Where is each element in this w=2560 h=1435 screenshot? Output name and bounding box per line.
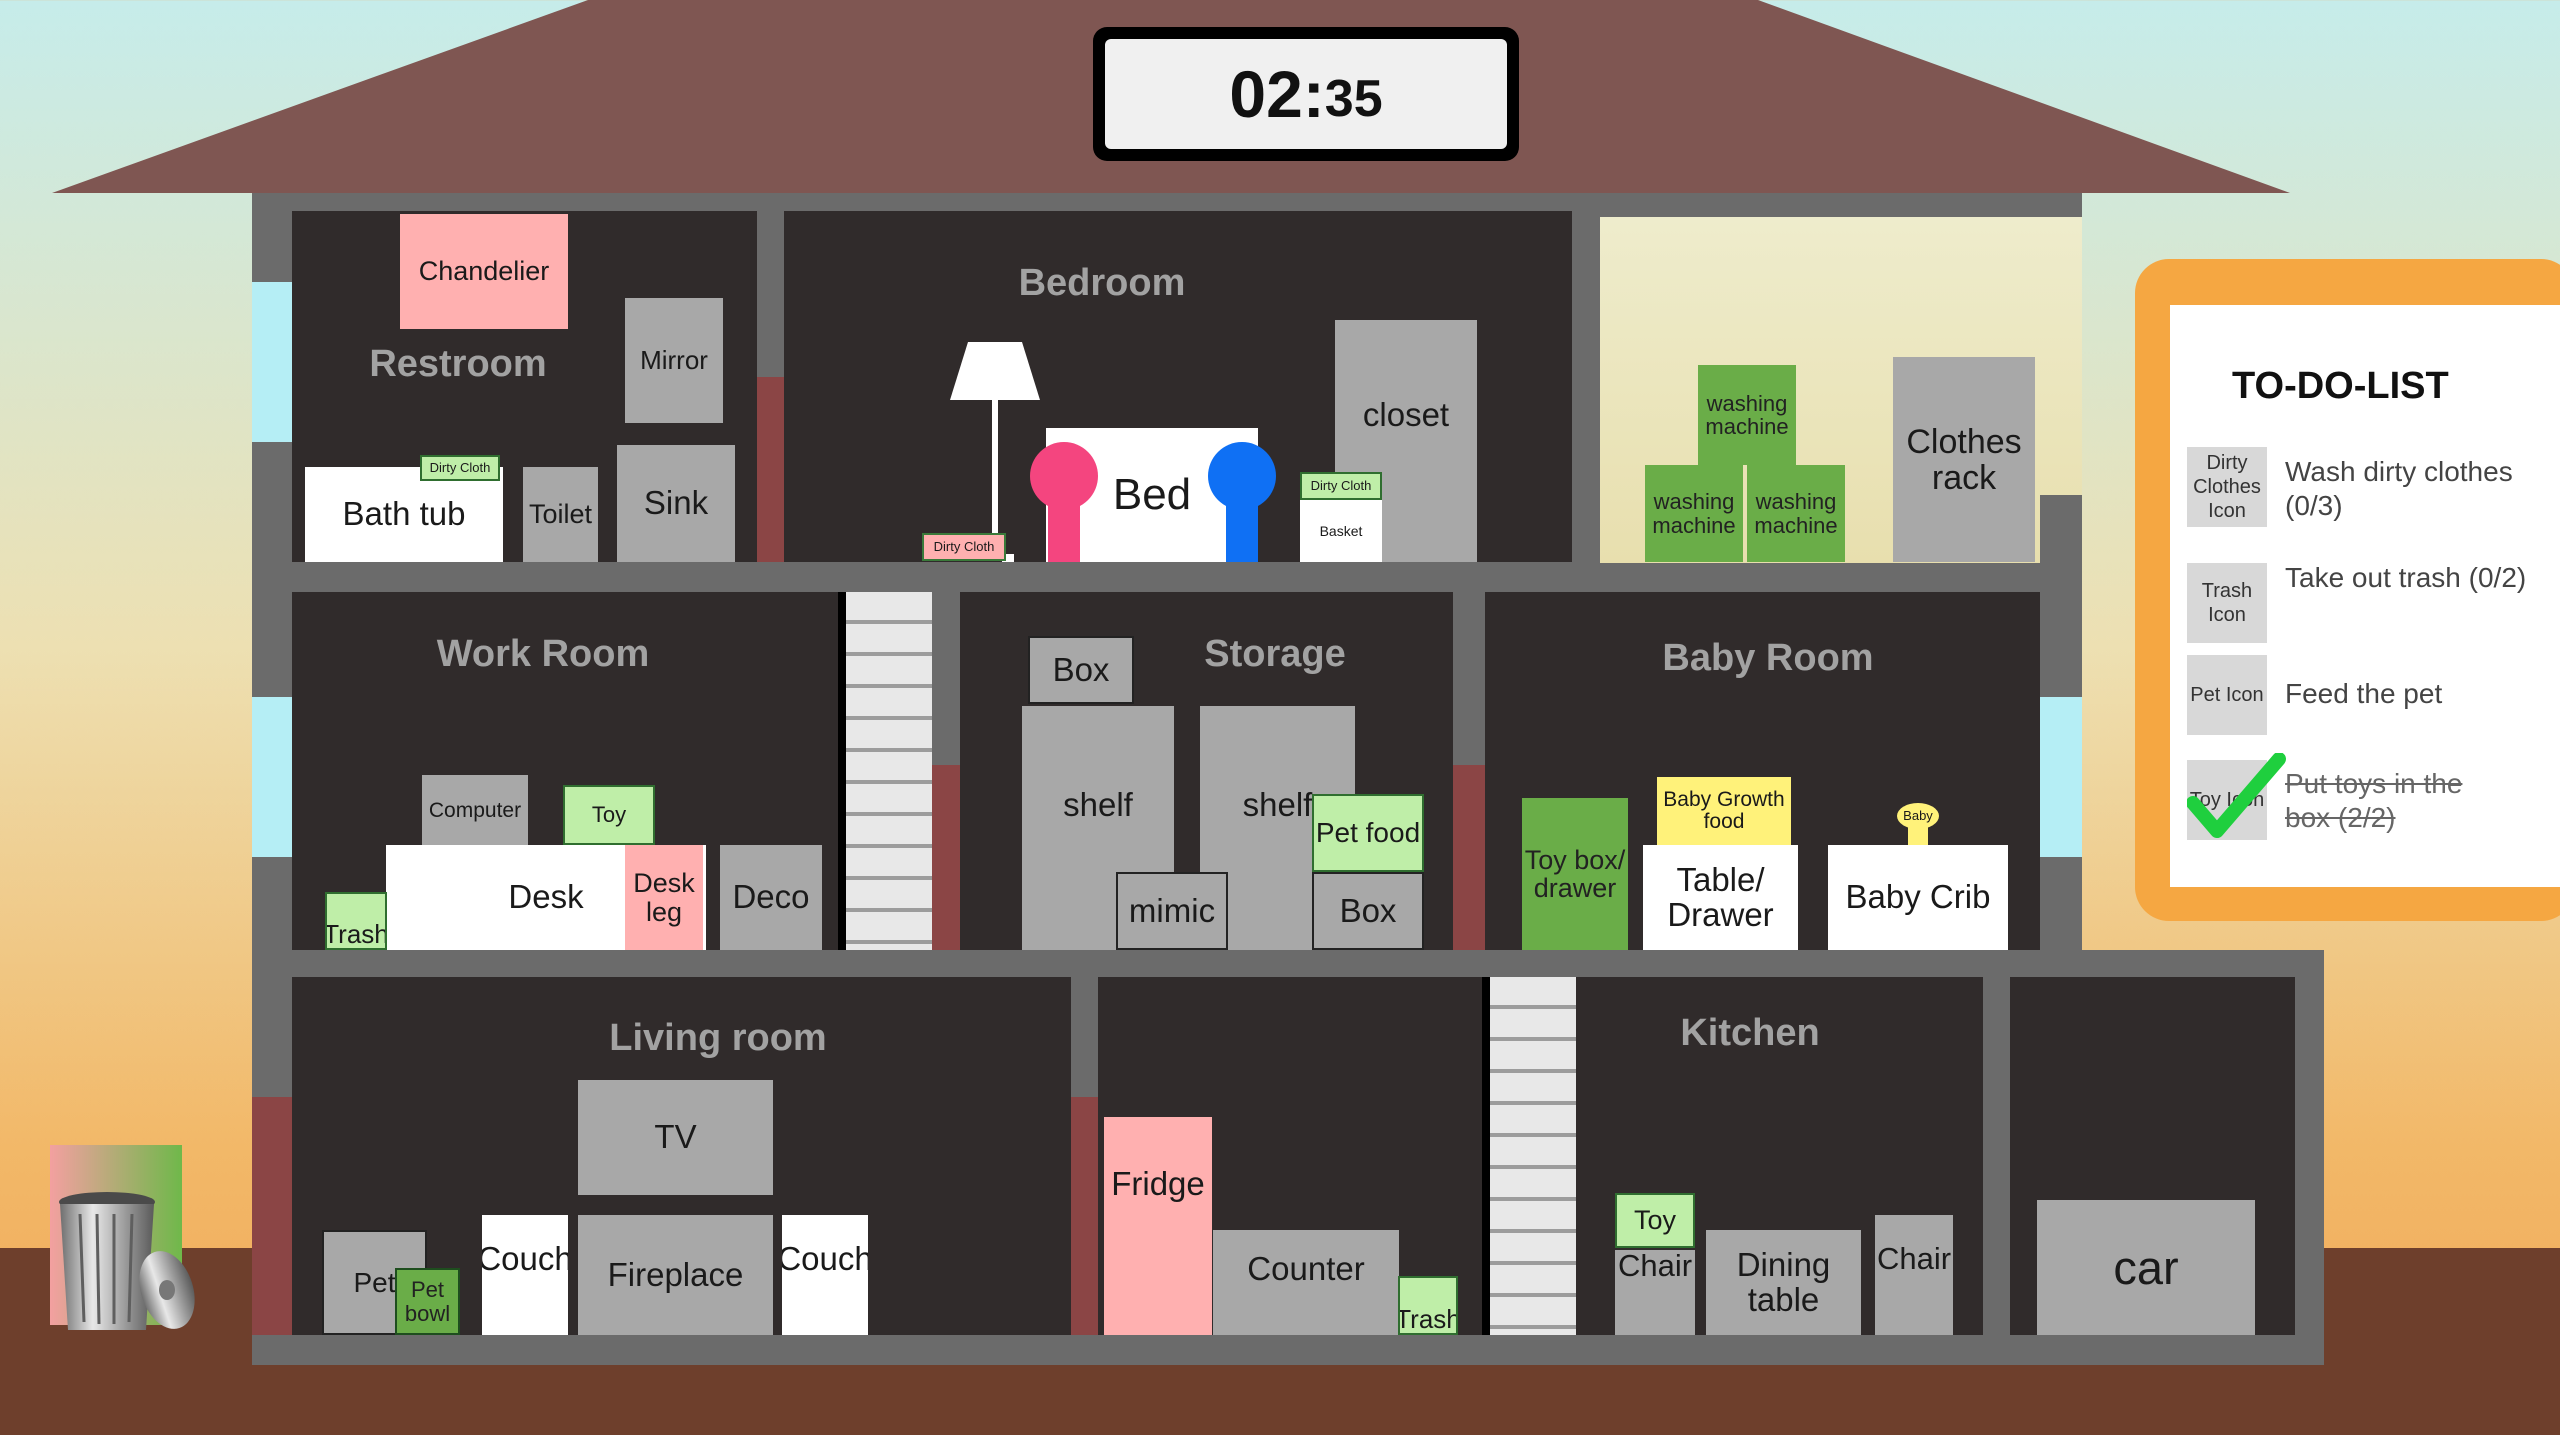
- timer: 02 : 35: [1093, 27, 1519, 161]
- room-label-livingroom: Living room: [609, 1017, 827, 1059]
- todo-item-wash: Wash dirty clothes (0/3): [2285, 456, 2513, 521]
- bedpost-pink: [1048, 495, 1080, 562]
- room-label-bedroom: Bedroom: [1018, 262, 1186, 304]
- chair-left[interactable]: Chair: [1615, 1250, 1695, 1335]
- deco[interactable]: Deco: [720, 845, 822, 950]
- todo-panel: TO-DO-LIST Dirty Clothes Icon Wash dirty…: [2135, 259, 2560, 921]
- window-workroom: [252, 697, 292, 857]
- washing-machine-right[interactable]: washing machine: [1747, 465, 1845, 562]
- trash-can-icon[interactable]: [52, 1190, 202, 1340]
- timer-minutes: 02: [1229, 57, 1303, 131]
- clothes-rack[interactable]: Clothes rack: [1893, 357, 2035, 562]
- chandelier[interactable]: Chandelier: [400, 214, 568, 329]
- toilet[interactable]: Toilet: [523, 467, 598, 562]
- couch-right[interactable]: Couch: [782, 1215, 868, 1335]
- toy-workroom[interactable]: Toy: [563, 785, 655, 845]
- toy-box-drawer[interactable]: Toy box/ drawer: [1522, 798, 1628, 950]
- washing-machine-left[interactable]: washing machine: [1645, 465, 1743, 562]
- pet-icon: Pet Icon: [2187, 655, 2267, 735]
- bedpost-blue: [1226, 495, 1258, 562]
- pet-food[interactable]: Pet food: [1312, 794, 1424, 872]
- box-storage-top[interactable]: Box: [1028, 636, 1134, 704]
- frame-laundry-right: [2040, 495, 2082, 575]
- mirror[interactable]: Mirror: [625, 298, 723, 423]
- sink[interactable]: Sink: [617, 445, 735, 562]
- dirty-clothes-icon: Dirty Clothes Icon: [2187, 447, 2267, 527]
- window-restroom: [252, 282, 292, 442]
- desk-leg[interactable]: Desk leg: [625, 845, 703, 950]
- timer-seconds: 35: [1324, 70, 1383, 128]
- box-storage-bottom[interactable]: Box: [1312, 872, 1424, 950]
- todo-item-toys: Put toys in the box (2/2): [2285, 768, 2463, 833]
- room-label-kitchen: Kitchen: [1680, 1012, 1820, 1054]
- todo-title: TO-DO-LIST: [2232, 365, 2449, 407]
- room-label-babyroom: Baby Room: [1662, 637, 1874, 679]
- chair-right[interactable]: Chair: [1875, 1215, 1953, 1335]
- bath-tub[interactable]: Bath tub: [305, 467, 503, 562]
- dirty-cloth-bedroom[interactable]: Dirty Cloth: [922, 533, 1006, 561]
- pet-bowl[interactable]: Pet bowl: [395, 1268, 460, 1335]
- counter[interactable]: Counter: [1213, 1230, 1399, 1335]
- basket[interactable]: Basket: [1300, 500, 1382, 562]
- check-mark-icon: [2187, 753, 2286, 838]
- car[interactable]: car: [2037, 1200, 2255, 1335]
- timer-separator: :: [1302, 57, 1325, 131]
- trash-icon: Trash Icon: [2187, 563, 2267, 643]
- baby-body: [1908, 827, 1928, 845]
- room-label-restroom: Restroom: [369, 343, 547, 385]
- dirty-cloth-bathroom[interactable]: Dirty Cloth: [420, 455, 500, 481]
- computer[interactable]: Computer: [422, 775, 528, 847]
- fridge[interactable]: Fridge: [1104, 1117, 1212, 1335]
- toy-kitchen[interactable]: Toy: [1615, 1193, 1695, 1248]
- fireplace[interactable]: Fireplace: [578, 1215, 773, 1335]
- trash-kitchen[interactable]: Trash: [1398, 1276, 1458, 1335]
- baby-crib[interactable]: Baby Crib: [1828, 845, 2008, 950]
- door-livingroom: [252, 1097, 292, 1335]
- dirty-cloth-basket[interactable]: Dirty Cloth: [1300, 472, 1382, 500]
- stairs-upper[interactable]: [838, 592, 932, 950]
- tv[interactable]: TV: [578, 1080, 773, 1195]
- baby[interactable]: Baby: [1897, 803, 1939, 829]
- window-babyroom: [2040, 697, 2082, 857]
- trash-workroom[interactable]: Trash: [325, 892, 387, 950]
- dining-table[interactable]: Dining table: [1706, 1230, 1861, 1335]
- lamp[interactable]: [950, 342, 1040, 562]
- mimic[interactable]: mimic: [1116, 872, 1228, 950]
- todo-item-trash: Take out trash (0/2): [2285, 562, 2527, 593]
- couch-left[interactable]: Couch: [482, 1215, 568, 1335]
- baby-growth-food[interactable]: Baby Growth food: [1657, 777, 1791, 845]
- table-drawer[interactable]: Table/ Drawer: [1643, 845, 1798, 950]
- washing-machine-top[interactable]: washing machine: [1698, 365, 1796, 465]
- todo-item-pet: Feed the pet: [2285, 678, 2443, 709]
- door-storage-baby: [1453, 765, 1485, 950]
- room-label-storage: Storage: [1204, 633, 1346, 675]
- door-workroom: [932, 765, 960, 950]
- door-restroom-bedroom: [757, 377, 784, 562]
- stairs-lower[interactable]: [1482, 977, 1576, 1335]
- door-kitchen: [1071, 1097, 1098, 1335]
- room-label-workroom: Work Room: [436, 633, 650, 675]
